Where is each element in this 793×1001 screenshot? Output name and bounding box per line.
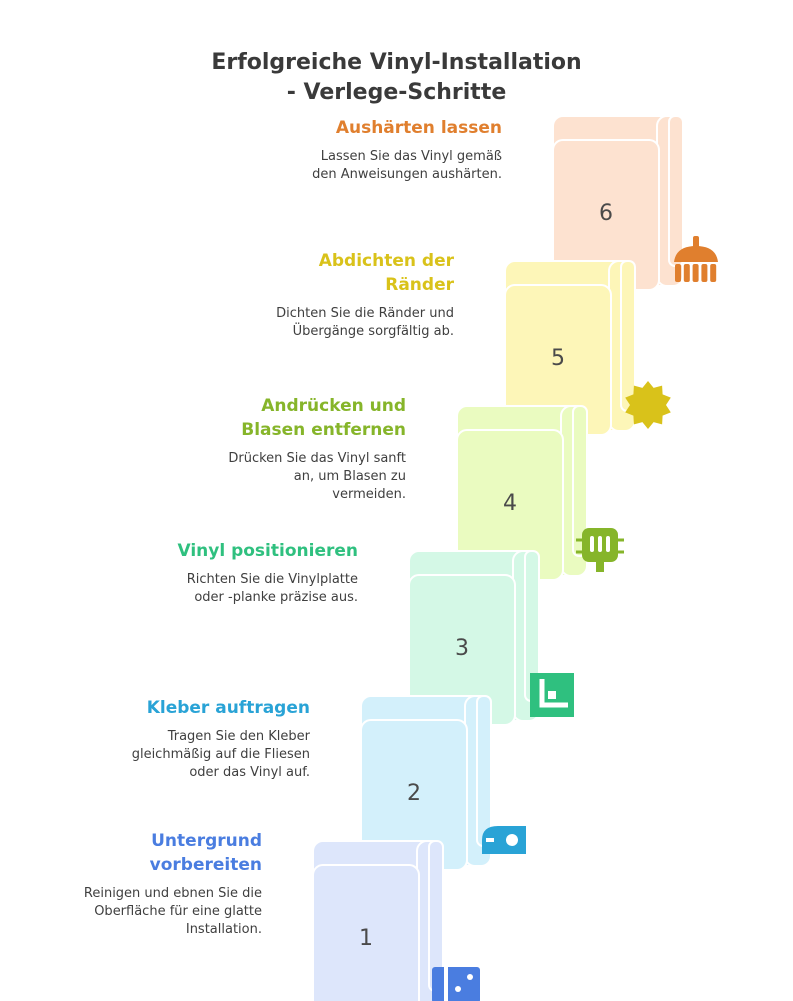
step-1-title: Untergrund vorbereiten	[149, 831, 262, 875]
step-6-card: 6	[552, 115, 684, 291]
step-2-number: 2	[407, 781, 421, 806]
step-2-card: 2	[360, 695, 492, 871]
broom-icon	[674, 236, 718, 282]
step-3-number: 3	[455, 636, 469, 661]
step-5-title: Abdichten der Ränder	[318, 251, 454, 295]
step-6-description: Lassen Sie das Vinyl gemäß den Anweisung…	[312, 149, 502, 182]
step-2-title: Kleber auftragen	[146, 698, 310, 718]
step-4-card: 4	[456, 405, 588, 581]
title-line-1: Erfolgreiche Vinyl-Installation	[211, 50, 582, 75]
step-1-description: Reinigen und ebnen Sie die Oberfläche fü…	[83, 886, 262, 937]
tile-floor-icon	[432, 967, 480, 1001]
step-5-card: 5	[504, 260, 636, 436]
step-3-title: Vinyl positionieren	[177, 541, 358, 561]
step-1-card: 1	[312, 840, 444, 1001]
step-4-title: Andrücken und Blasen entfernen	[241, 396, 406, 440]
hand-press-icon	[576, 528, 624, 572]
step-6-number: 6	[599, 201, 613, 226]
page-title: Erfolgreiche Vinyl-Installation - Verleg…	[0, 48, 793, 108]
step-2-description: Tragen Sie den Kleber gleichmäßig auf di…	[131, 729, 310, 780]
step-1-number: 1	[359, 926, 373, 951]
step-4-description: Drücken Sie das Vinyl sanft an, um Blase…	[228, 451, 406, 502]
corner-align-icon	[530, 673, 574, 717]
step-6-title: Aushärten lassen	[335, 118, 502, 138]
step-5-number: 5	[551, 346, 565, 371]
step-4-number: 4	[503, 491, 517, 516]
title-line-2: - Verlege-Schritte	[286, 80, 507, 105]
tape-dispenser-icon	[482, 826, 526, 854]
seal-badge-icon	[625, 381, 671, 429]
step-3-card: 3	[408, 550, 540, 726]
step-5-description: Dichten Sie die Ränder und Übergänge sor…	[276, 306, 454, 339]
step-3-description: Richten Sie die Vinylplatte oder -planke…	[186, 572, 358, 605]
